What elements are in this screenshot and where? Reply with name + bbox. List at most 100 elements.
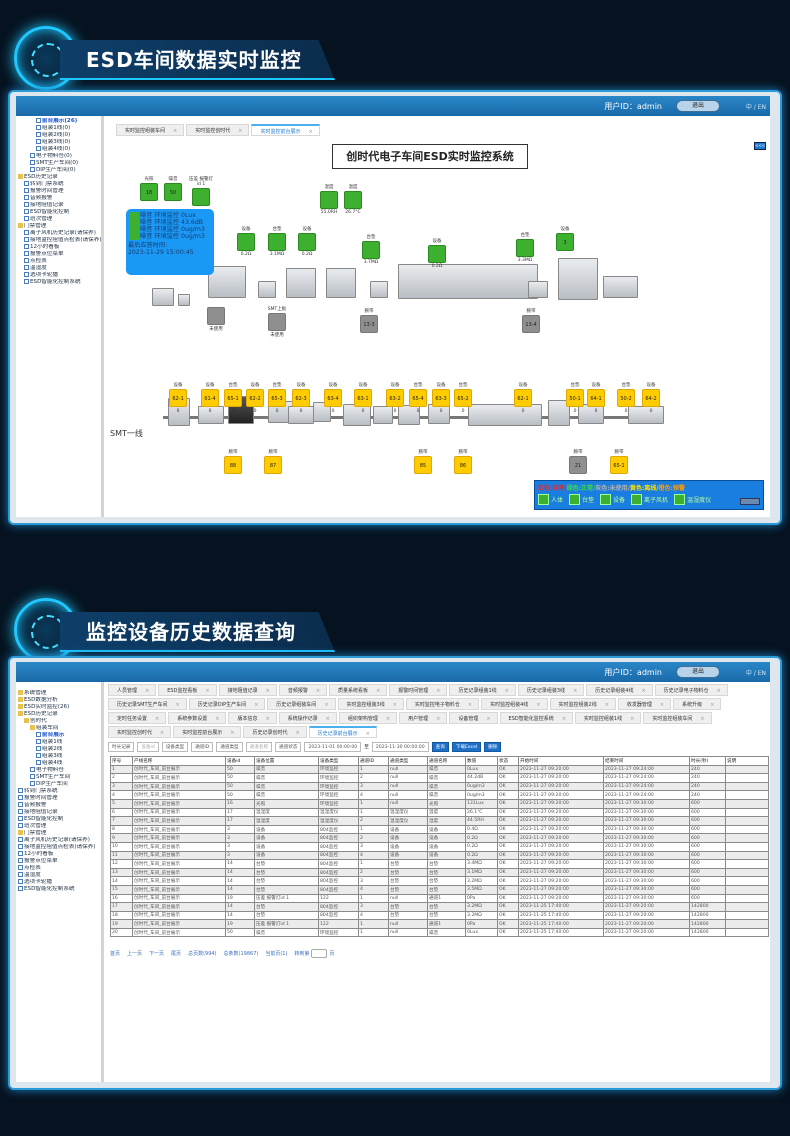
close-icon[interactable]: × (308, 129, 313, 135)
sidebar-item[interactable]: 选项卡轮播 (16, 879, 101, 886)
logout-button[interactable]: 退出 (676, 100, 720, 112)
sidebar-item[interactable]: 电子物料仓(0) (16, 153, 101, 160)
close-icon[interactable]: × (604, 702, 609, 708)
sidebar-item[interactable]: 12小时看板 (16, 851, 101, 858)
tab[interactable]: 版本信息× (228, 712, 277, 724)
sidebar-item[interactable]: 接地阻值记录 (16, 809, 101, 816)
close-icon[interactable]: × (365, 731, 370, 737)
channel-id-select[interactable]: 通道ID (191, 742, 214, 752)
marker-badge[interactable]: 62-2 (246, 389, 264, 407)
marker-badge[interactable]: 13-3 (360, 315, 378, 333)
close-icon[interactable]: × (467, 702, 473, 708)
sidebar-item[interactable]: 接地监控阻值点检表(请保养) (16, 237, 101, 244)
sidebar-item[interactable]: DIP生产车间 (16, 781, 101, 788)
column-header[interactable]: 产线名称 (132, 756, 226, 766)
close-icon[interactable]: × (155, 716, 160, 722)
marker-badge[interactable] (344, 191, 362, 209)
marker-badge[interactable] (516, 239, 534, 257)
collapse-button[interactable]: <<< (754, 142, 766, 150)
channel-status-select[interactable]: 通道状态 (275, 742, 302, 752)
hide-legend-button[interactable] (740, 498, 760, 505)
marker-badge[interactable]: 85 (414, 456, 432, 474)
sidebar-item[interactable]: 组装2线(0) (16, 132, 101, 139)
tab[interactable]: 实时监控前台展示× (251, 124, 320, 136)
tab[interactable]: 历史记录创时代× (243, 726, 307, 738)
sidebar-item[interactable]: 温湿度 (16, 872, 101, 879)
tab[interactable]: 实时监控组装车间× (116, 124, 185, 136)
tab[interactable]: 定时任务设置× (108, 712, 167, 724)
tab[interactable]: 实时监控组装2线× (549, 698, 616, 710)
sidebar-item[interactable]: 选项卡轮播 (16, 272, 101, 279)
tab[interactable]: 历史记录组装1线× (449, 684, 516, 696)
marker-badge[interactable]: 3 (556, 233, 574, 251)
sidebar-item[interactable]: 点检表 (16, 865, 101, 872)
tab[interactable]: 实时监控创时代× (108, 726, 172, 738)
sidebar-item[interactable]: 转到门禁系统 (16, 181, 101, 188)
marker-badge[interactable]: 62-1 (169, 389, 187, 407)
tab[interactable]: 收发器管理× (617, 698, 672, 710)
close-icon[interactable]: × (385, 716, 391, 722)
tab[interactable]: 实时监控创时代× (186, 124, 250, 136)
sidebar-item[interactable]: 组装4线 (16, 760, 101, 767)
close-icon[interactable]: × (630, 716, 635, 722)
marker-badge[interactable] (207, 307, 225, 325)
sidebar-item[interactable]: 组装车间 (16, 725, 101, 732)
marker-badge[interactable]: 13-4 (522, 315, 540, 333)
column-header[interactable]: 时长(秒) (689, 756, 726, 766)
close-icon[interactable]: × (160, 730, 165, 736)
duration-select[interactable]: 时长记录 (108, 742, 135, 752)
marker-badge[interactable]: 61-4 (201, 389, 219, 407)
sidebar-item[interactable]: 12小时看板 (16, 244, 101, 251)
tab[interactable]: 实时监控组装车间× (643, 712, 712, 724)
first-page-link[interactable]: 首页 (110, 951, 121, 958)
close-icon[interactable]: × (315, 688, 321, 694)
column-header[interactable]: 设备位置 (254, 756, 319, 766)
sidebar-item[interactable]: 接地监控阻值点检表(请保养) (16, 844, 101, 851)
close-icon[interactable]: × (324, 702, 329, 708)
marker-badge[interactable] (237, 233, 255, 251)
close-icon[interactable]: × (265, 688, 270, 694)
marker-badge[interactable] (298, 233, 316, 251)
sidebar-item[interactable]: SMT生产车间(0) (16, 160, 101, 167)
marker-badge[interactable]: 50-2 (617, 389, 635, 407)
close-icon[interactable]: × (561, 716, 566, 722)
next-page-link[interactable]: 下一页 (149, 951, 165, 958)
start-date-input[interactable]: 2023-11-01 00:00:00 (304, 742, 362, 752)
column-header[interactable]: 说明 (725, 756, 769, 766)
close-icon[interactable]: × (641, 688, 646, 694)
marker-badge[interactable] (320, 191, 338, 209)
close-icon[interactable]: × (504, 688, 509, 694)
column-header[interactable]: 通道名称 (427, 756, 466, 766)
tab[interactable]: 历史记录前台展示× (308, 726, 377, 738)
sidebar-item[interactable]: ESD数据分析 (16, 697, 101, 704)
column-header[interactable]: 设备类型 (318, 756, 359, 766)
sidebar-item[interactable]: 音频报警 (16, 802, 101, 809)
sidebar-item[interactable]: 门禁管理 (16, 223, 101, 230)
tab[interactable]: 系统操作记录× (278, 712, 337, 724)
close-icon[interactable]: × (486, 716, 491, 722)
device-id-input[interactable]: 设备id (137, 742, 159, 752)
